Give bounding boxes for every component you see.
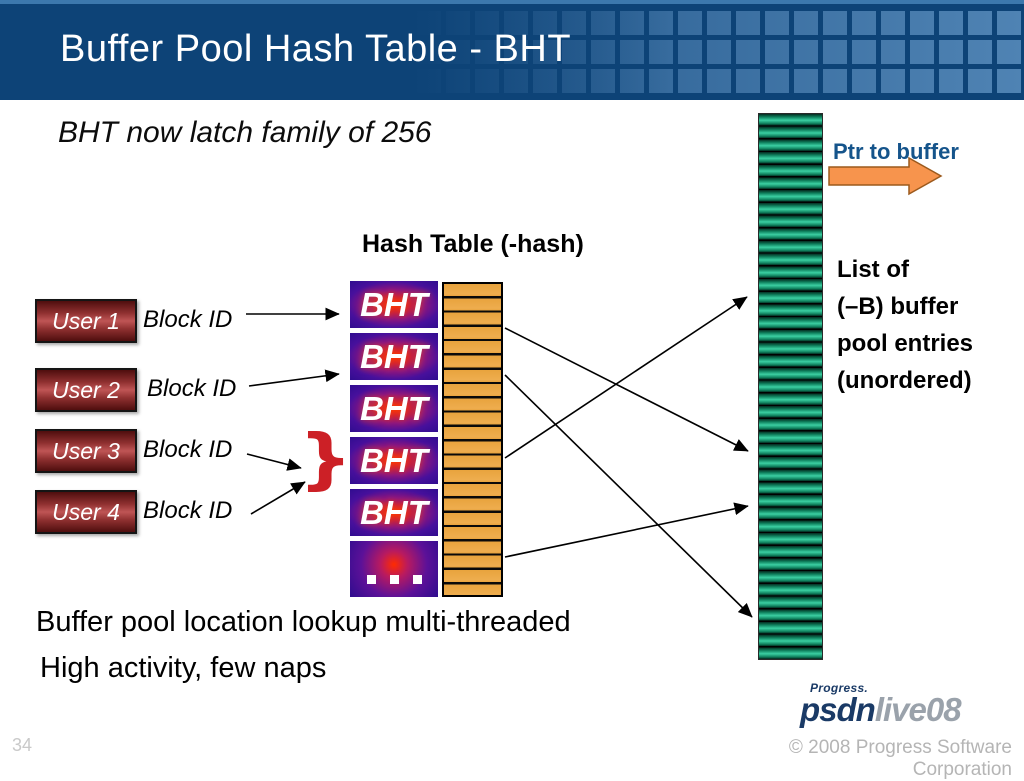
- bht-slot: BHT: [350, 385, 438, 432]
- bht-slot: BHT: [350, 489, 438, 536]
- user-label: User 4: [52, 498, 120, 525]
- brace-icon: }: [298, 420, 353, 497]
- user-label: User 3: [52, 437, 120, 464]
- arrow-user3-to-brace: [246, 453, 302, 471]
- user-label: User 2: [52, 376, 120, 403]
- buffer-list-caption: List of (–B) buffer pool entries (unorde…: [837, 251, 973, 399]
- user-label: User 1: [52, 307, 120, 334]
- caption-line: pool entries: [837, 330, 974, 357]
- ptr-to-buffer-label: Ptr to buffer: [833, 139, 959, 164]
- page-number: 34: [12, 735, 33, 755]
- buffer-pool-entries-column: [758, 113, 823, 660]
- progress-logo: Progress. psdnlive08: [800, 681, 990, 729]
- bht-slot: BHT: [350, 437, 438, 484]
- hash-table-label: Hash Table (-hash): [362, 230, 584, 258]
- user-box: User 4: [35, 490, 137, 534]
- ellipsis-dot: [366, 575, 376, 584]
- bht-slot: BHT: [350, 281, 438, 328]
- block-id-label: Block ID: [143, 497, 233, 524]
- note-line: High activity, few naps: [40, 652, 327, 684]
- block-id-label: Block ID: [143, 306, 233, 333]
- header-squares-pattern: [412, 6, 1024, 98]
- ellipsis-dot: [412, 575, 422, 584]
- bht-slot: BHT: [350, 333, 438, 380]
- ellipsis-dot: [389, 575, 399, 584]
- logo-wordmark: psdnlive08: [800, 691, 990, 729]
- caption-line: List of: [837, 256, 909, 283]
- slide-title: Buffer Pool Hash Table - BHT: [60, 28, 572, 70]
- arrow-bucket-to-entry-2: [504, 374, 753, 618]
- caption-line: (unordered): [837, 367, 972, 394]
- header-bar: [0, 0, 1024, 100]
- copyright-text: © 2008 Progress Software Corporation: [788, 737, 1012, 780]
- caption-line: (–B) buffer: [837, 293, 959, 320]
- arrow-user4-to-brace: [250, 481, 306, 515]
- user-box: User 2: [35, 368, 137, 412]
- arrow-bucket-to-entry-4: [504, 502, 749, 558]
- logo-prefix: Progress.: [810, 681, 869, 695]
- arrow-bucket-to-entry-3: [504, 296, 748, 459]
- logo-psdn: psdn: [800, 691, 876, 728]
- logo-live08: live08: [874, 691, 962, 728]
- note-line: Buffer pool location lookup multi-thread…: [36, 606, 571, 638]
- user-box: User 3: [35, 429, 137, 473]
- user-box: User 1: [35, 299, 137, 343]
- bht-slot-ellipsis: [350, 541, 438, 597]
- block-id-label: Block ID: [143, 436, 233, 463]
- block-id-label: Block ID: [147, 375, 237, 402]
- subtitle-text: BHT now latch family of 256: [58, 116, 432, 149]
- hash-bucket-column: [442, 282, 503, 597]
- arrow-user2-to-bht: [248, 369, 340, 387]
- arrow-bucket-to-entry-1: [504, 327, 749, 452]
